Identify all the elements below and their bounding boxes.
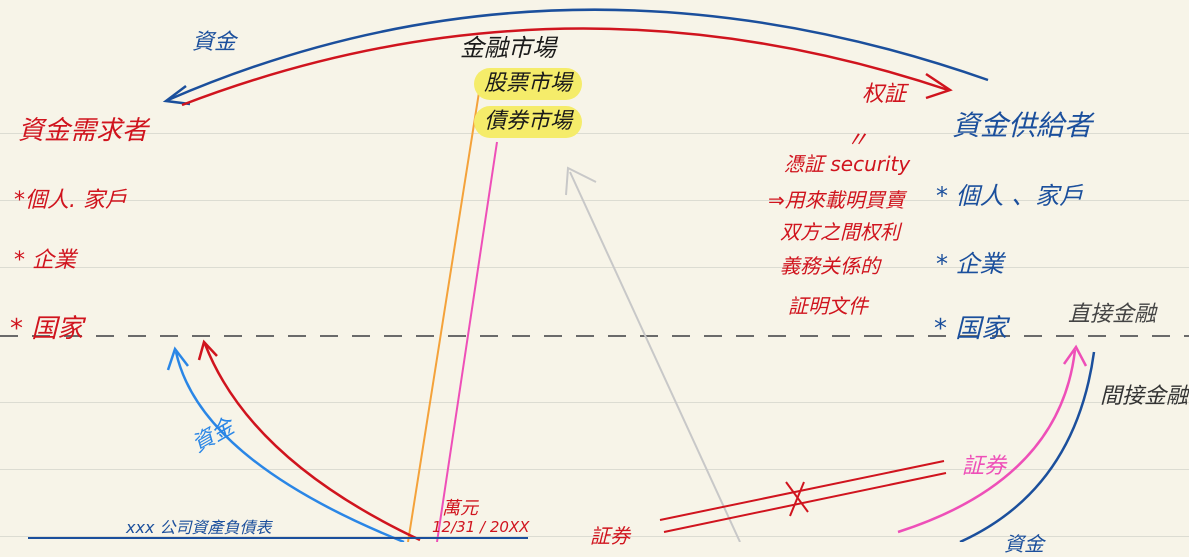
gray-arrowhead xyxy=(565,166,597,196)
lower-left-red-curve xyxy=(203,343,421,542)
top-red-arc xyxy=(181,27,949,107)
supplier-enterprise: * 企業 xyxy=(936,250,1004,278)
pink-line xyxy=(436,141,498,542)
ruled-line xyxy=(0,133,1189,134)
definition-line-5: 証明文件 xyxy=(788,294,868,318)
lower-mid-securities-label: 証券 xyxy=(590,524,630,548)
top-funds-label: 資金 xyxy=(192,30,237,55)
definition-line-3: 双方之間权利 xyxy=(780,220,900,244)
definition-line-2: ⇒用來載明買賣 xyxy=(768,188,905,212)
definition-line-1: 憑証 security xyxy=(784,152,911,176)
demander-state: * 国家 xyxy=(10,314,84,344)
supplier-title: 資金供給者 xyxy=(952,109,1093,142)
ruled-line xyxy=(0,402,1189,403)
lower-right-pink-arrowhead xyxy=(1062,344,1088,367)
direct-finance-label: 直接金融 xyxy=(1068,302,1157,327)
ruled-line xyxy=(0,200,1189,201)
demander-enterprise: * 企業 xyxy=(14,248,76,273)
stock-market-label: 股票市場 xyxy=(474,68,583,100)
bond-market-label: 債券市場 xyxy=(474,106,583,138)
definition-ditto: 〃 xyxy=(846,128,869,153)
lower-left-blue-curve xyxy=(174,351,405,542)
supplier-state: * 国家 xyxy=(934,314,1008,344)
lower-left-blue-arrowhead xyxy=(166,346,189,371)
orange-line xyxy=(407,85,481,542)
top-blue-arc xyxy=(167,8,989,102)
red-double-line-bottom xyxy=(663,472,947,533)
lower-right-blue-curve xyxy=(959,351,1096,542)
ruled-line xyxy=(0,536,1189,537)
balance-sheet-title: xxx 公司資產負債表 xyxy=(126,518,272,537)
date-label: 12/31 / 20XX xyxy=(432,518,530,536)
demander-individual: *個人. 家戶 xyxy=(14,188,127,213)
indirect-finance-label: 間接金融 xyxy=(1100,384,1189,409)
red-cross-stroke-b xyxy=(789,481,805,517)
top-rights-label: 权証 xyxy=(862,82,907,107)
lower-right-pink-curve xyxy=(897,349,1077,534)
lower-left-red-arrowhead xyxy=(197,339,218,361)
bottom-right-partial-label: 資金 xyxy=(1004,532,1044,556)
red-double-line-top xyxy=(659,460,945,521)
lower-right-securities-label: 証券 xyxy=(962,454,1007,479)
top-red-arrowhead xyxy=(925,72,953,100)
gray-arrow-line xyxy=(569,171,741,542)
ink-canvas xyxy=(0,8,1189,542)
currency-unit-label: 萬元 xyxy=(442,498,478,519)
demander-title: 資金需求者 xyxy=(18,116,149,146)
ruled-line xyxy=(0,267,1189,268)
definition-line-4: 義務关係的 xyxy=(780,254,880,278)
ruled-line xyxy=(0,469,1189,470)
top-blue-arrowhead xyxy=(162,85,191,106)
supplier-individual: * 個人 、家戶 xyxy=(936,182,1084,210)
market-title: 金融市場 xyxy=(460,34,556,62)
